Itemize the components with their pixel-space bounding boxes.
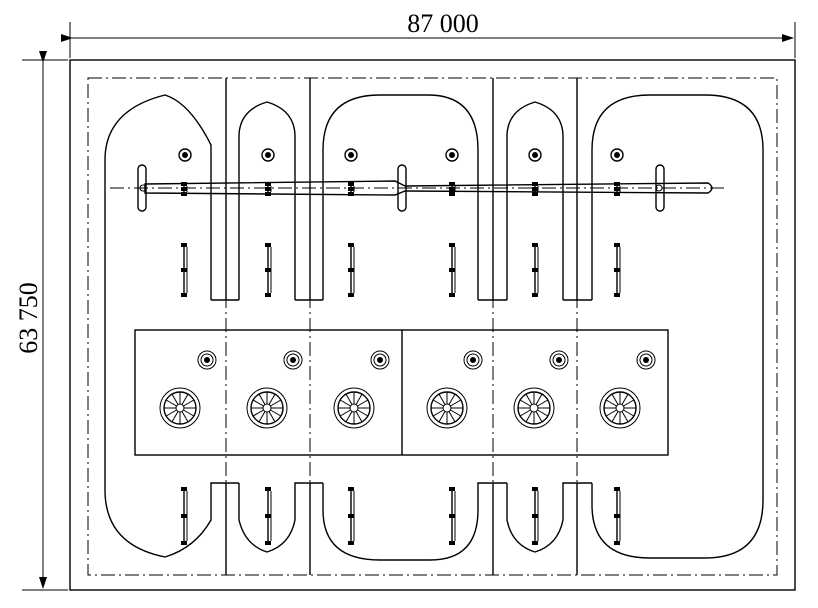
gate-middle <box>397 164 407 212</box>
vertical-pump-icon <box>348 243 355 297</box>
tank-bottom-2 <box>225 482 323 575</box>
vertical-pump-icon <box>265 243 272 297</box>
circular-fixture-icon <box>370 350 390 370</box>
tank-bottom-4 <box>492 482 592 575</box>
circular-fixture-icon <box>549 350 569 370</box>
vertical-pump-icon <box>449 182 456 196</box>
tank-bottom-1 <box>104 482 239 558</box>
vertical-pump-icon <box>181 182 188 196</box>
circular-fixture-icon <box>463 350 483 370</box>
tank-top-1 <box>104 94 212 490</box>
vertical-pump-icon <box>614 243 621 297</box>
vertical-pump-icon <box>265 487 272 545</box>
wheel-turbine-icon <box>599 387 641 429</box>
tank-top-2 <box>225 78 296 300</box>
site-boundary <box>69 59 796 591</box>
tank-bottom-5 <box>576 483 764 575</box>
wheel-turbine-icon <box>333 387 375 429</box>
top-tanks <box>104 78 764 500</box>
vertical-pump-icon <box>614 487 621 545</box>
wheel-turbine-icon <box>513 387 555 429</box>
circular-fixture-icon <box>344 148 358 162</box>
vertical-pump-icon <box>614 182 621 196</box>
wheel-turbine-icon <box>159 387 201 429</box>
vertical-pump-icon <box>181 487 188 545</box>
circular-fixture-icon <box>528 148 542 162</box>
vertical-pump-icon <box>181 243 188 297</box>
height-dimension: 63 750 <box>14 51 68 591</box>
height-label: 63 750 <box>14 282 43 354</box>
tank-top-3 <box>309 78 479 300</box>
circular-fixture-icon <box>197 350 217 370</box>
tank-top-4 <box>492 78 564 300</box>
tank-bottom-3 <box>309 482 507 575</box>
circular-fixture-icon <box>636 350 656 370</box>
vertical-pump-icon <box>449 487 456 545</box>
width-dimension: 87 000 <box>61 9 796 58</box>
wheel-turbine-icon <box>426 387 468 429</box>
circular-fixture-icon <box>178 148 192 162</box>
vertical-pump-icon <box>532 487 539 545</box>
circular-fixture-icon <box>283 350 303 370</box>
vertical-pump-icon <box>449 243 456 297</box>
wheel-turbine-icon <box>246 387 288 429</box>
vertical-pump-icon <box>348 182 355 196</box>
vertical-pump-icon <box>532 243 539 297</box>
tank-top-5 <box>576 78 764 500</box>
central-building <box>134 329 669 456</box>
channel-pipe <box>137 164 713 212</box>
circular-fixture-icon <box>261 148 275 162</box>
inner-boundary <box>87 77 778 576</box>
bottom-tanks <box>104 482 764 575</box>
width-label: 87 000 <box>407 9 479 38</box>
vertical-pump-icon <box>265 182 272 196</box>
axis-lines <box>110 78 728 575</box>
circular-fixture-icon <box>610 148 624 162</box>
vertical-pump-icon <box>348 487 355 545</box>
circular-fixture-icon <box>445 148 459 162</box>
vertical-pump-icon <box>532 182 539 196</box>
